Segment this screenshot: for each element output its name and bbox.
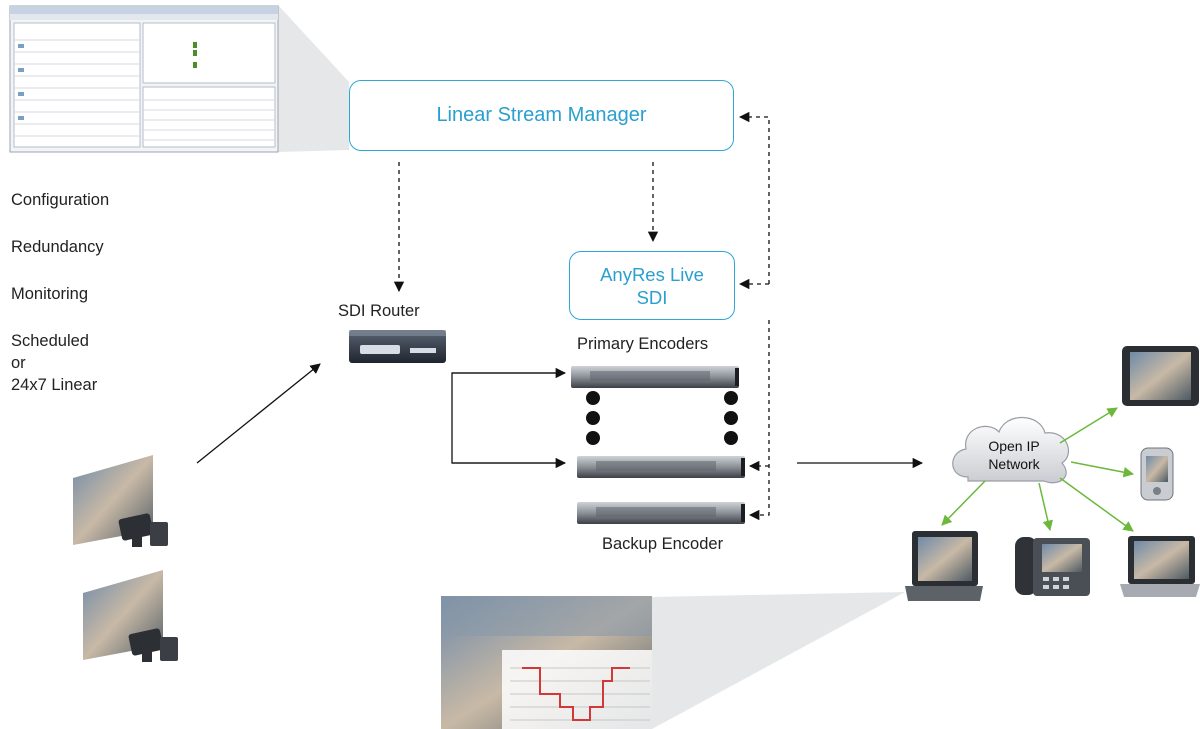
feature-redundancy: Redundancy — [11, 238, 104, 256]
dashed-arrow-to-backup — [748, 320, 770, 521]
link-to-laptop-right — [1059, 477, 1134, 532]
anyres-live-label: AnyRes Live SDI — [600, 263, 704, 308]
feature-scheduled: Scheduled or 24x7 Linear — [11, 332, 98, 394]
server-icon — [571, 366, 739, 388]
sdi-router-label: SDI Router — [338, 302, 420, 320]
linear-stream-manager-label: Linear Stream Manager — [436, 104, 647, 126]
phone-icon — [1140, 447, 1174, 501]
dashed-arrow-anyres-to-lsm — [738, 111, 770, 284]
more-encoders-dots — [586, 391, 738, 445]
video-camera-icon — [73, 455, 168, 547]
link-to-phone — [1070, 461, 1135, 478]
arrow-cameras-to-router — [196, 363, 321, 464]
video-thumbnail — [441, 596, 652, 729]
screenshot-thumbnail — [9, 5, 279, 153]
linear-stream-manager-box: Linear Stream Manager — [349, 80, 734, 151]
ip-phone-icon — [1015, 537, 1090, 596]
anyres-live-box: AnyRes Live SDI — [569, 251, 735, 320]
open-ip-network-label: Open IP Network — [988, 438, 1040, 472]
primary-encoders-label: Primary Encoders — [577, 335, 709, 353]
router-icon — [349, 330, 446, 363]
video-callout-wedge — [652, 592, 905, 729]
router-to-encoders-bracket — [451, 372, 565, 464]
feature-monitoring: Monitoring — [11, 285, 89, 303]
link-to-tablet — [1059, 407, 1118, 444]
link-to-laptop-left — [941, 480, 986, 526]
feature-configuration: Configuration — [11, 191, 110, 209]
video-camera-icon — [83, 570, 178, 662]
feature-list: Configuration Redundancy Monitoring Sche… — [11, 189, 191, 421]
laptop-icon — [905, 531, 983, 601]
screenshot-callout-wedge — [278, 5, 349, 152]
tablet-icon — [1122, 346, 1199, 406]
link-to-ip-phone — [1038, 482, 1053, 532]
server-icon — [577, 502, 745, 524]
backup-encoder-label: Backup Encoder — [602, 535, 724, 553]
cloud-icon — [952, 417, 1070, 484]
laptop-icon — [1120, 536, 1200, 597]
server-icon — [577, 456, 745, 478]
